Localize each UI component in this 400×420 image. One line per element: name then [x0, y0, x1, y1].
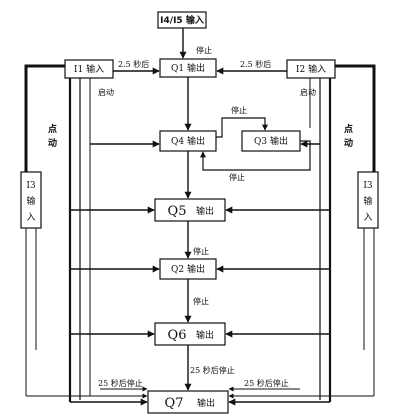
node-q1-label: Q1 输出 [171, 62, 205, 74]
node-i3-right-label-c: 入 [363, 212, 372, 223]
label-delay-stop-right: 25 秒后停止 [244, 378, 289, 388]
node-q3-output: Q3 输出 [241, 130, 301, 152]
label-stop-top: 停止 [196, 45, 212, 55]
node-i2-label: I2 输入 [296, 63, 326, 75]
node-q5-output: Q5 输出 [154, 198, 226, 222]
node-q6-suffix: 输出 [196, 329, 214, 341]
node-i4i5-label: I4/I5 输入 [160, 14, 204, 26]
node-q7-name: Q7 [165, 396, 184, 411]
node-i3-right-label-b: 输 [363, 195, 372, 207]
node-i1-input: I1 输入 [64, 59, 114, 79]
node-q2-label: Q2 输出 [171, 263, 205, 275]
node-i3-left-label-b: 输 [26, 195, 35, 207]
label-stop-q3: 停止 [229, 172, 245, 182]
label-jog-right-a: 点 [344, 123, 353, 135]
label-delay-right: 2.5 秒后 [240, 59, 271, 69]
label-jog-left-b: 动 [48, 138, 57, 149]
label-delay-left: 2.5 秒后 [118, 59, 149, 69]
label-start-right: 启动 [300, 87, 316, 97]
connector-lines [24, 28, 376, 406]
label-start-left: 启动 [98, 87, 114, 97]
node-q5-name: Q5 [168, 204, 187, 219]
node-i4i5-input: I4/I5 输入 [157, 11, 207, 29]
node-i3-right-input: I3 输 入 [357, 171, 379, 229]
node-i3-left-label-a: I3 [26, 181, 36, 191]
node-i1-label: I1 输入 [74, 63, 104, 75]
label-jog-right-b: 动 [344, 138, 353, 149]
label-stop-q5: 停止 [193, 246, 209, 256]
label-delay-stop-left: 25 秒后停止 [98, 378, 143, 388]
node-i2-input: I2 输入 [286, 59, 336, 79]
node-q3-label: Q3 输出 [254, 135, 288, 147]
node-q6-name: Q6 [168, 328, 187, 343]
node-i3-left-input: I3 输 入 [20, 171, 42, 229]
node-q7-output: Q7 输出 [147, 390, 229, 414]
label-stop-q2: 停止 [193, 296, 209, 306]
node-q7-suffix: 输出 [197, 397, 215, 409]
label-delay-stop-mid: 25 秒后停止 [190, 365, 235, 375]
node-q4-label: Q4 输出 [171, 135, 205, 147]
node-q2-output: Q2 输出 [159, 258, 217, 280]
node-q5-suffix: 输出 [196, 205, 214, 217]
label-stop-loop: 停止 [231, 105, 247, 115]
node-i3-right-label-a: I3 [363, 181, 373, 191]
node-i3-left-label-c: 入 [26, 212, 35, 223]
node-q4-output: Q4 输出 [159, 130, 217, 152]
node-q6-output: Q6 输出 [154, 322, 226, 346]
node-q1-output: Q1 输出 [159, 58, 217, 78]
label-jog-left-a: 点 [48, 123, 57, 135]
